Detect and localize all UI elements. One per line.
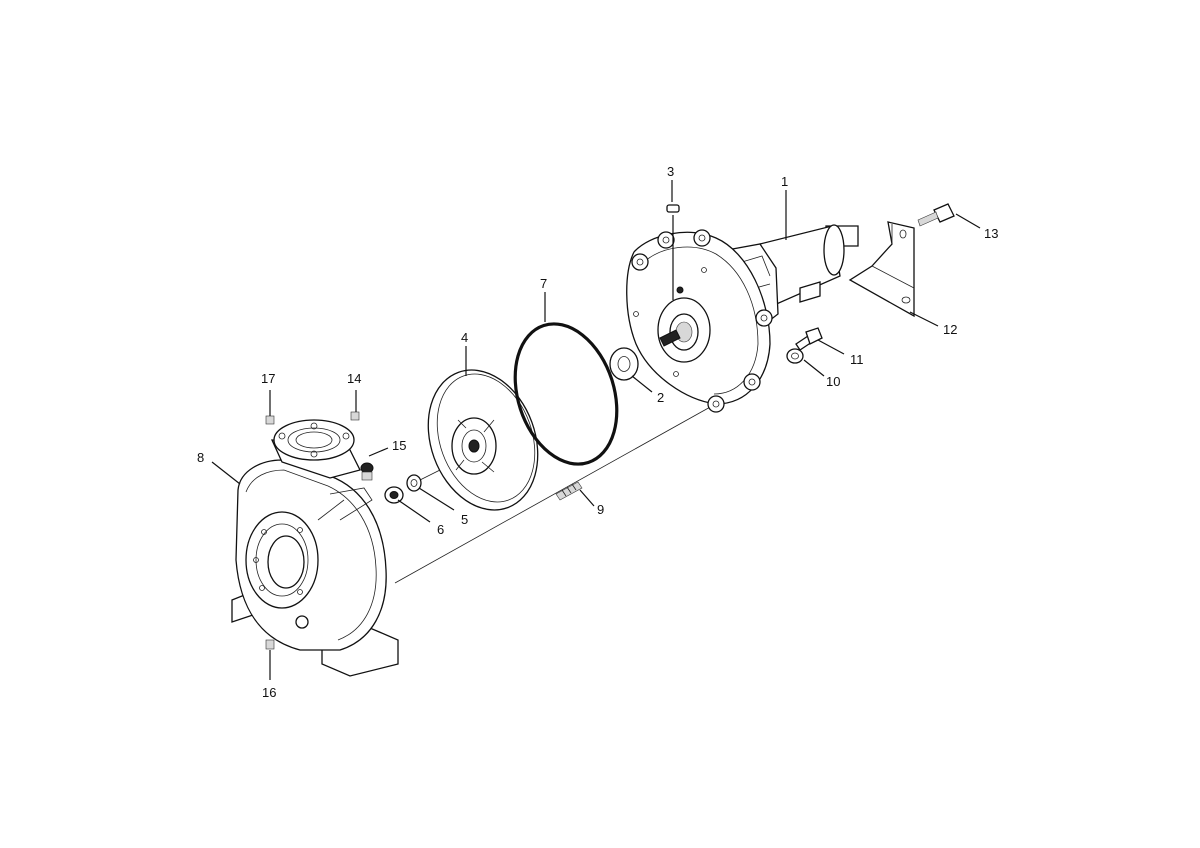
callout-11: 11 xyxy=(850,352,864,367)
part-stud xyxy=(555,481,583,501)
part-plug-14 xyxy=(350,411,360,421)
callout-9: 9 xyxy=(597,502,604,517)
callout-5: 5 xyxy=(461,512,468,527)
leader-lines xyxy=(211,180,981,680)
part-plug-16 xyxy=(265,639,275,650)
part-plug-15 xyxy=(360,462,374,481)
part-bolt-13 xyxy=(917,203,955,227)
part-bracket xyxy=(848,221,915,318)
callout-15: 15 xyxy=(392,438,406,453)
callout-2: 2 xyxy=(657,390,664,405)
part-seal-ring xyxy=(609,347,639,381)
callout-1: 1 xyxy=(781,174,788,189)
callout-8: 8 xyxy=(197,450,204,465)
part-pump-casing xyxy=(231,419,399,677)
callout-12: 12 xyxy=(943,322,957,337)
part-impeller xyxy=(427,369,539,511)
part-bolt-10 xyxy=(786,348,804,364)
part-bolt-11 xyxy=(795,327,823,351)
callout-6: 6 xyxy=(437,522,444,537)
callout-4: 4 xyxy=(461,330,468,345)
part-plug-17 xyxy=(265,415,275,425)
callout-10: 10 xyxy=(826,374,840,389)
part-o-ring xyxy=(513,322,619,466)
part-washer xyxy=(406,474,422,492)
callout-labels: 1 2 3 4 5 6 7 8 9 10 11 12 13 14 15 16 1… xyxy=(197,164,998,700)
part-key xyxy=(666,204,680,213)
part-motor-assembly xyxy=(626,224,859,413)
callout-13: 13 xyxy=(984,226,998,241)
callout-14: 14 xyxy=(347,371,361,386)
part-impeller-nut xyxy=(384,486,404,504)
callout-16: 16 xyxy=(262,685,276,700)
callout-3: 3 xyxy=(667,164,674,179)
callout-17: 17 xyxy=(261,371,275,386)
callout-7: 7 xyxy=(540,276,547,291)
